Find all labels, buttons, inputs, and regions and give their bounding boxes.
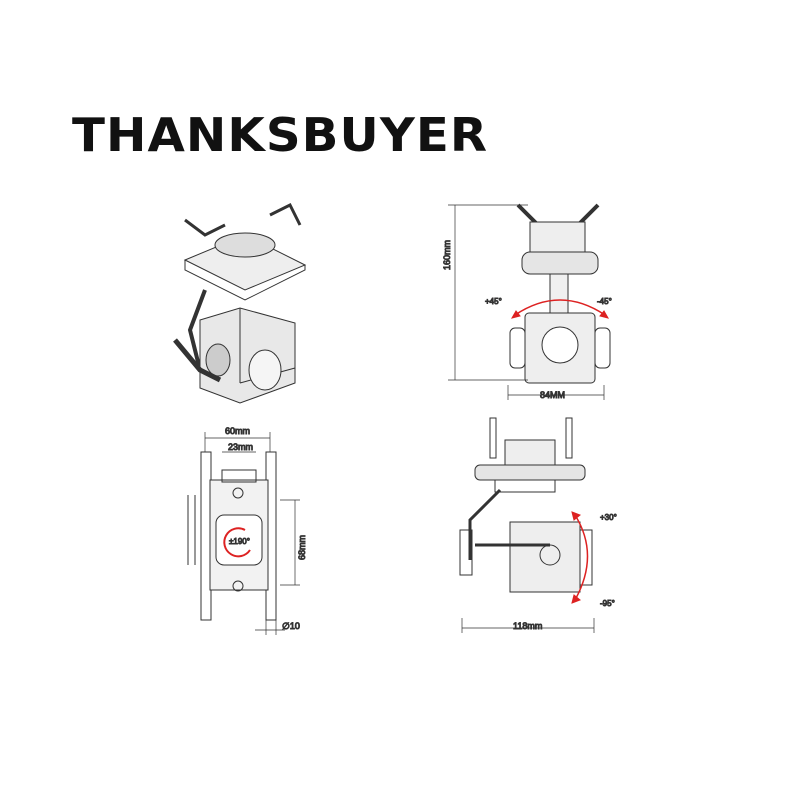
- brand-logo: THANKSBUYER: [72, 108, 489, 162]
- side-view: [459, 417, 595, 633]
- pan-right-label: -45°: [597, 297, 612, 306]
- front-view: [448, 203, 611, 400]
- front-width-label: 84MM: [540, 390, 565, 400]
- bottom-view: [187, 432, 300, 635]
- rod-diameter-label: ∅10: [282, 621, 300, 631]
- isometric-view: [173, 202, 307, 404]
- tilt-up-label: +30°: [600, 513, 617, 522]
- front-height-label: 160mm: [442, 240, 452, 270]
- tilt-down-label: -95°: [600, 599, 615, 608]
- bottom-outer-width-label: 60mm: [225, 426, 250, 436]
- bottom-height-label: 68mm: [297, 535, 307, 560]
- bottom-inner-width-label: 23mm: [228, 442, 253, 452]
- roll-label: ±190°: [229, 537, 250, 546]
- pan-left-label: +45°: [485, 297, 502, 306]
- side-width-label: 118mm: [513, 621, 542, 631]
